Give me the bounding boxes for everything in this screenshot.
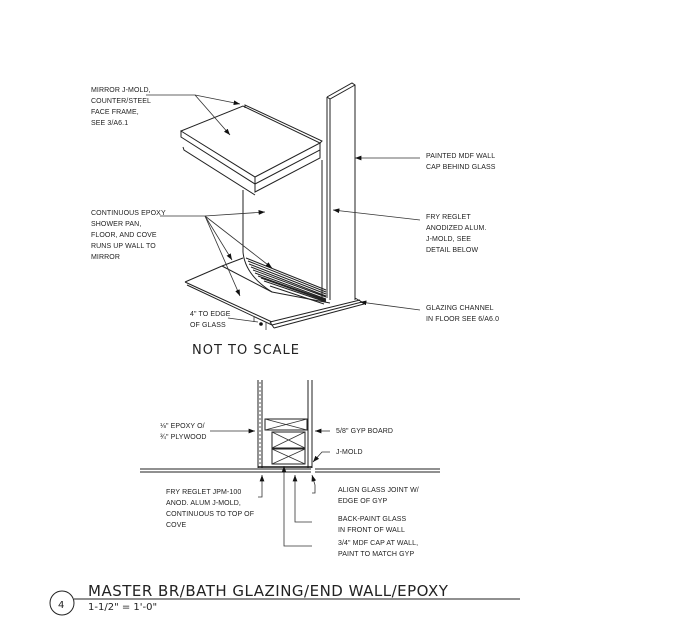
note-jmold: J-MOLD (336, 449, 363, 456)
detail-title-block: 4 MASTER BR/BATH GLAZING/END WALL/EPOXY … (49, 582, 520, 616)
detail-scale: 1-1/2" = 1'-0" (88, 602, 157, 613)
note-continuous-epoxy: CONTINUOUS EPOXY SHOWER PAN, FLOOR, AND … (91, 210, 168, 261)
note-edge-of-glass: 4" TO EDGE OF GLASS (190, 311, 233, 329)
note-back-paint: BACK-PAINT GLASS IN FRONT OF WALL (338, 516, 408, 534)
note-painted-mdf-cap: PAINTED MDF WALL CAP BEHIND GLASS (426, 153, 497, 171)
wall-section (257, 380, 313, 468)
mirror-counter (179, 104, 323, 196)
detail-title: MASTER BR/BATH GLAZING/END WALL/EPOXY (88, 582, 449, 600)
note-gyp-board: 5/8" GYP BOARD (336, 428, 393, 435)
note-fry-reglet-jpm: FRY REGLET JPM-100 ANOD. ALUM J-MOLD, CO… (166, 489, 256, 529)
section-view: ⅛" EPOXY O/ ¾" PLYWOOD 5/8" GYP BOARD J-… (140, 380, 440, 558)
note-glazing-channel: GLAZING CHANNEL IN FLOOR SEE 6/A6.0 (426, 305, 499, 323)
note-mirror-jmold: MIRROR J-MOLD, COUNTER/STEEL FACE FRAME,… (91, 87, 153, 127)
iso-leaders (146, 94, 421, 330)
isometric-view: MIRROR J-MOLD, COUNTER/STEEL FACE FRAME,… (91, 82, 499, 358)
detail-number: 4 (58, 600, 64, 611)
note-mdf-cap: 3/4" MDF CAP AT WALL, PAINT TO MATCH GYP (338, 540, 420, 558)
note-align-glass: ALIGN GLASS JOINT W/ EDGE OF GYP (338, 487, 421, 505)
note-fry-reglet: FRY REGLET ANODIZED ALUM. J-MOLD, SEE DE… (426, 214, 489, 254)
not-to-scale-label: NOT TO SCALE (192, 343, 300, 358)
epoxy-cove (242, 160, 331, 305)
floor-line (140, 468, 440, 473)
floor-slab (184, 257, 365, 329)
detail-number-bubble (49, 590, 75, 616)
mdf-wall-cap (326, 82, 356, 300)
note-epoxy-plywood: ⅛" EPOXY O/ ¾" PLYWOOD (160, 423, 207, 441)
section-leaders (210, 428, 330, 547)
